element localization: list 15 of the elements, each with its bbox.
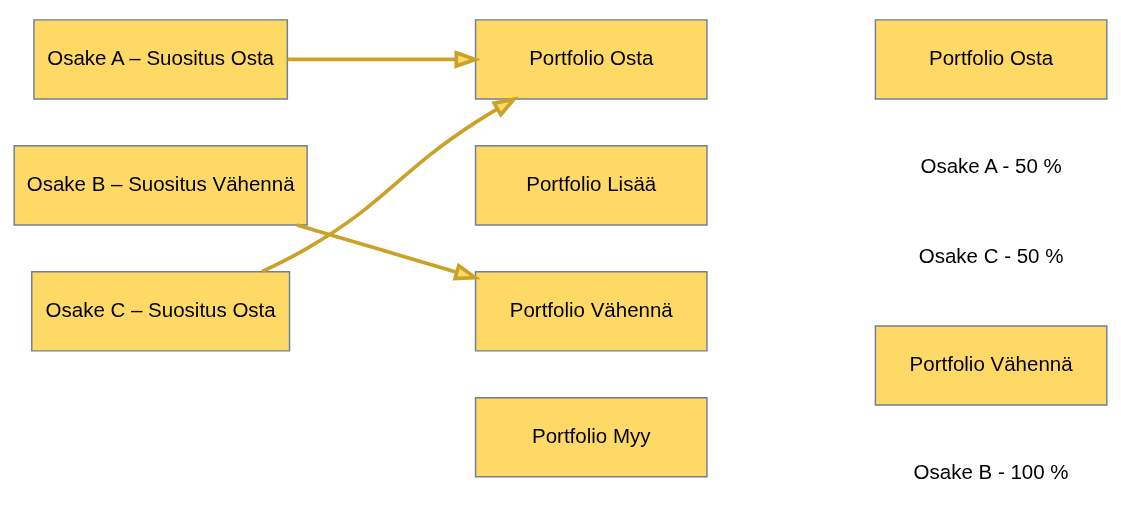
node-box: Osake C – Suositus Osta (31, 271, 291, 352)
node-box: Portfolio Osta (874, 19, 1108, 100)
node-box: Portfolio Lisää (474, 145, 708, 226)
node-box: Osake A – Suositus Osta (33, 19, 289, 100)
node-box: Portfolio Osta (474, 19, 708, 100)
label: Osake A - 50 % (920, 154, 1062, 178)
arrow (261, 96, 519, 274)
node-box: Portfolio Vähennä (474, 271, 708, 352)
node-box: Portfolio Myy (474, 397, 708, 478)
arrow (287, 50, 481, 69)
label: Osake B - 100 % (913, 460, 1069, 484)
node-box: Osake B – Suositus Vähennä (13, 145, 308, 226)
node-box: Portfolio Vähennä (874, 325, 1108, 406)
arrow (296, 223, 481, 281)
label: Osake C - 50 % (918, 243, 1064, 267)
